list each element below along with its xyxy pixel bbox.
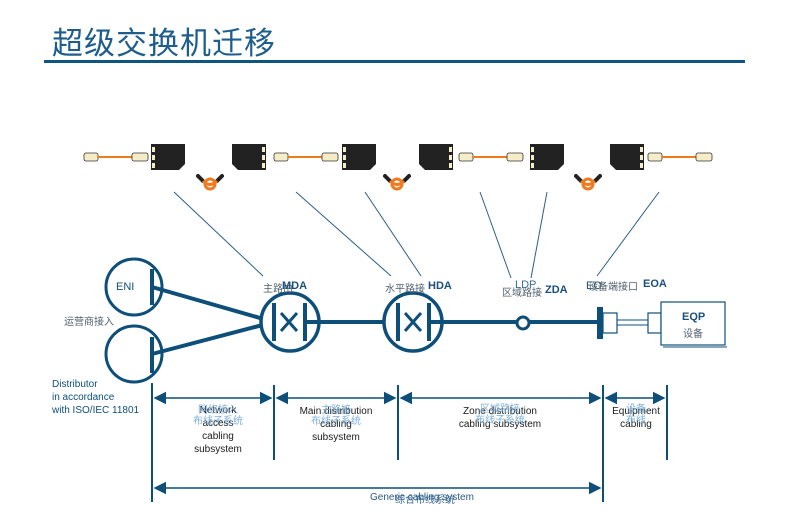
eoa-label: EOA	[643, 278, 667, 290]
distributor-node	[104, 324, 164, 384]
network-access-cn-label: 网络接入 布线子系统	[193, 405, 243, 427]
eqp-cn-label: 设备	[683, 329, 703, 340]
leader-lines	[173, 191, 660, 279]
connector-block-6	[610, 144, 644, 170]
patch-loop-1	[196, 174, 224, 191]
span-arrows	[153, 391, 666, 495]
connector-block-3	[342, 144, 376, 170]
eo-outlet	[597, 307, 603, 339]
eqp-label: EQP	[682, 311, 706, 323]
patch-cord-1	[83, 152, 149, 162]
generic-cabling-cn-label: 综合布线系统	[395, 495, 455, 506]
distributor-label: Distributor in accordance with ISO/IEC 1…	[52, 379, 140, 416]
patch-cord-4	[647, 152, 713, 162]
patch-cord-3	[458, 152, 524, 162]
main-distribution-label: Main distribution cabling subsystem	[299, 406, 373, 443]
eoa-cn-label: 设备端接口	[588, 282, 638, 293]
connector-block-5	[530, 144, 564, 170]
zda-cn-label: 区域路接	[502, 288, 542, 299]
equipment-cabling-label: Equipment cabling	[612, 406, 660, 430]
hda-cn-label: 水平路接	[385, 284, 425, 295]
zda-label: ZDA	[545, 284, 568, 296]
mda-label: MDA	[282, 280, 308, 292]
ldp-label: LDP	[515, 279, 537, 291]
eo-label: EO	[586, 280, 602, 292]
equipment-cabling-cn-label: 设备 布线	[626, 404, 646, 426]
eqp-plug	[647, 312, 662, 334]
page-title: 超级交换机迁移	[52, 26, 276, 62]
distributor-mda-link	[151, 320, 275, 356]
ldp-node	[515, 315, 531, 331]
eo-plug	[602, 312, 618, 334]
mda-cn-label: 主路由	[263, 284, 293, 295]
patch-loop-2	[383, 174, 411, 191]
hda-label: HDA	[428, 280, 452, 292]
eqp-box	[660, 301, 726, 346]
zone-distribution-label: Zone distribution cabling subsystem	[458, 406, 542, 430]
patch-cord-2	[273, 152, 339, 162]
generic-cabling-label: Generic cabling system	[370, 492, 474, 503]
connector-block-4	[419, 144, 453, 170]
zone-distribution-cn-label: 区域路接 布线子系统	[475, 404, 525, 426]
network-access-label: Network access cabling subsystem	[194, 405, 242, 455]
connector-block-2	[232, 144, 266, 170]
dimension-lines	[151, 383, 668, 502]
main-distribution-cn-label: 主路接 布线子系统	[311, 405, 361, 427]
operator-access-label: 运营商接入	[64, 317, 114, 328]
title-underline	[44, 60, 745, 63]
connector-block-1	[151, 144, 185, 170]
patch-loop-3	[574, 174, 602, 191]
eni-mda-link	[151, 285, 275, 324]
eni-label: ENI	[116, 281, 135, 293]
